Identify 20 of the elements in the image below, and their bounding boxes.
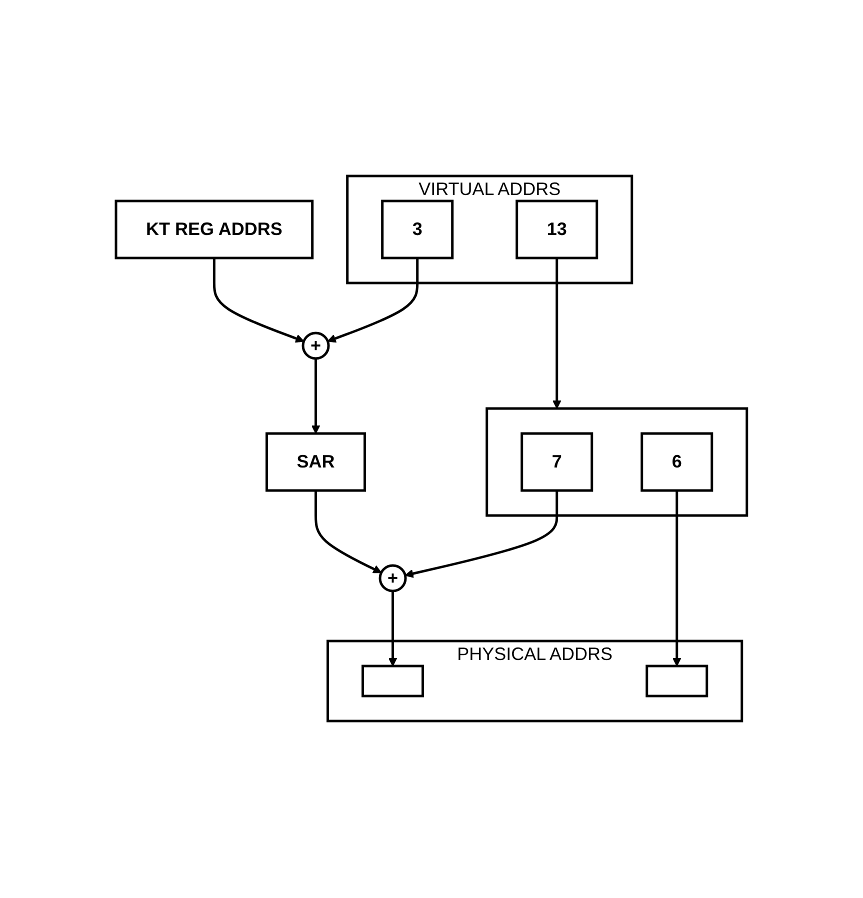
arrow bbox=[314, 491, 382, 574]
arrow bbox=[311, 359, 320, 434]
arrow bbox=[212, 258, 304, 344]
node-circle: + bbox=[302, 332, 330, 360]
cluster: PHYSICAL ADDRS bbox=[326, 640, 744, 723]
arrow bbox=[672, 491, 682, 667]
node-box: SAR bbox=[266, 432, 366, 492]
node-box: 6 bbox=[640, 432, 714, 492]
cluster bbox=[486, 408, 748, 518]
arrow bbox=[404, 491, 558, 578]
node-box bbox=[646, 665, 708, 698]
node-box bbox=[362, 665, 424, 698]
node-box: KT REG ADDRS bbox=[114, 200, 314, 260]
arrow bbox=[552, 258, 562, 410]
arrow bbox=[327, 258, 419, 344]
node-box: 7 bbox=[520, 432, 594, 492]
node-box: 13 bbox=[516, 200, 598, 260]
node-box: 3 bbox=[381, 200, 454, 260]
node-circle: + bbox=[378, 564, 407, 593]
arrow bbox=[388, 592, 398, 667]
